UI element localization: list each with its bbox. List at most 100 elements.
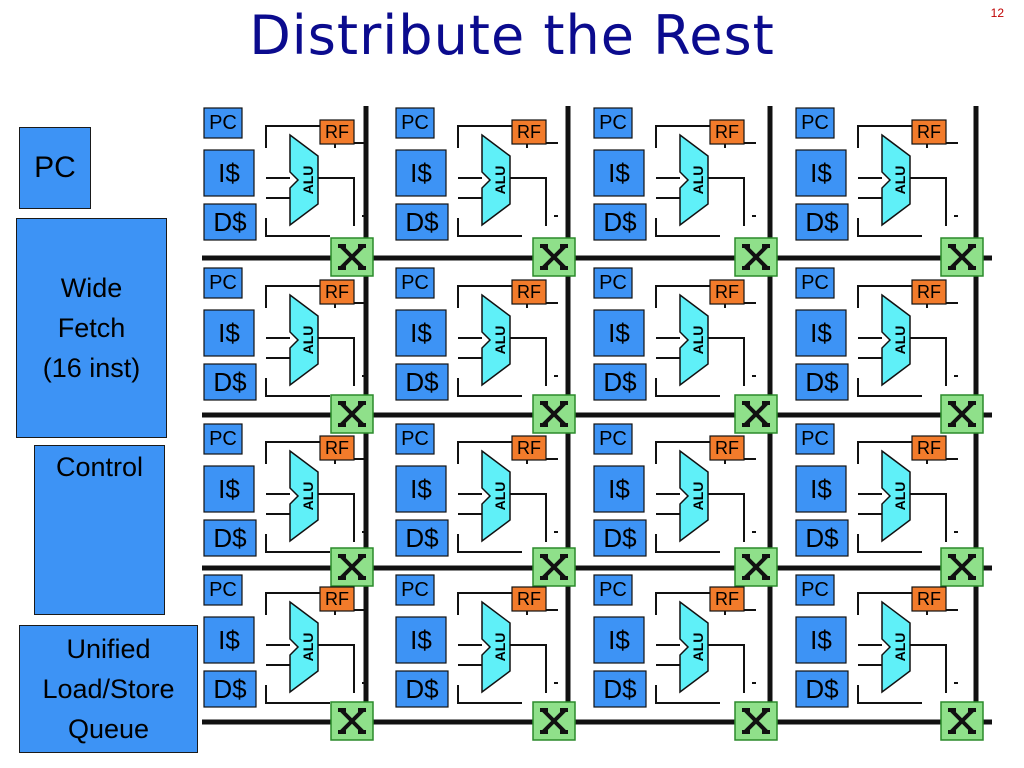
tile-rf-label: RF [917, 122, 941, 142]
tile-rf-box [319, 435, 355, 461]
tile-pc-label: PC [801, 428, 829, 450]
wire [318, 644, 355, 693]
tile-icache-label: I$ [218, 474, 240, 504]
tile-pc-label: PC [599, 428, 627, 450]
tile-alu-shape [679, 133, 709, 227]
tile-dcache-label: D$ [805, 367, 839, 397]
tile-rf-box [709, 435, 745, 461]
global-pc-box: PC [19, 127, 91, 209]
tile-pc-label: PC [801, 272, 829, 294]
tile-icache-label: I$ [608, 158, 630, 188]
wire [708, 493, 745, 542]
tile-pc-box [795, 423, 835, 455]
tile-dcache-label: D$ [405, 367, 439, 397]
tile-pc-label: PC [209, 272, 237, 294]
tile-icache-label: I$ [410, 318, 432, 348]
tile-icache-box [795, 465, 847, 513]
tile-rf-label: RF [517, 438, 541, 458]
page-number: 12 [990, 6, 1004, 20]
wire [457, 285, 512, 308]
tile-dcache-box [203, 363, 257, 401]
tile-alu-label: ALU [492, 326, 508, 355]
tile-icache-label: I$ [218, 158, 240, 188]
tile-r4-c4 [795, 574, 984, 741]
tile-dcache-box [395, 363, 449, 401]
tile-pc-box [593, 574, 633, 606]
tile-dcache-label: D$ [603, 523, 637, 553]
tile-rf-box [911, 119, 947, 145]
wire [655, 285, 710, 308]
tile-rf-label: RF [325, 282, 349, 302]
tile-pc-label: PC [401, 112, 429, 134]
tile-pc-label: PC [209, 428, 237, 450]
wire [655, 441, 710, 464]
wire [457, 592, 512, 615]
tile-r3-c4 [795, 423, 984, 587]
tile-pc-label: PC [401, 579, 429, 601]
wire [265, 592, 320, 615]
wire [708, 177, 745, 226]
tile-rf-box [511, 119, 547, 145]
tile-alu-shape [481, 133, 511, 227]
wire [857, 534, 922, 553]
tile-alu-label: ALU [300, 326, 316, 355]
tile-dcache-box [593, 203, 647, 241]
wire [857, 285, 912, 308]
wire [655, 592, 710, 615]
tile-icache-box [795, 309, 847, 357]
tile-dcache-label: D$ [805, 674, 839, 704]
tile-icache-box [203, 616, 255, 664]
tile-pc-label: PC [801, 579, 829, 601]
wire [857, 592, 912, 615]
wire [708, 337, 745, 386]
tile-icache-box [395, 616, 447, 664]
tile-alu-label: ALU [300, 166, 316, 195]
wide-fetch-label: Wide Fetch (16 inst) [42, 273, 141, 383]
tile-r2-c4 [795, 267, 984, 434]
tile-rf-label: RF [715, 122, 739, 142]
tile-rf-box [511, 586, 547, 612]
tile-dcache-box [795, 203, 849, 241]
tile-dcache-label: D$ [213, 674, 247, 704]
tile-dcache-label: D$ [213, 523, 247, 553]
tile-icache-box [395, 149, 447, 197]
tile-rf-box [911, 586, 947, 612]
tile-icache-box [203, 149, 255, 197]
tile-r1-c2 [395, 107, 576, 277]
tile-pc-box [203, 574, 243, 606]
tile-alu-shape [289, 600, 319, 694]
tile-rf-label: RF [917, 438, 941, 458]
tile-alu-shape [881, 449, 911, 543]
tile-dcache-box [795, 519, 849, 557]
tile-rf-box [319, 586, 355, 612]
tile-dcache-label: D$ [213, 367, 247, 397]
wire [510, 644, 547, 693]
tile-pc-label: PC [401, 272, 429, 294]
tile-r3-c1 [203, 423, 374, 587]
tile-dcache-box [203, 203, 257, 241]
slide-title: Distribute the Rest [249, 4, 775, 67]
wire [857, 125, 912, 148]
wire [318, 493, 355, 542]
tile-pc-box [795, 267, 835, 299]
tile-pc-box [795, 107, 835, 139]
wire [655, 125, 710, 148]
wire [857, 441, 912, 464]
tile-rf-label: RF [517, 282, 541, 302]
tile-alu-shape [881, 133, 911, 227]
tile-dcache-label: D$ [213, 207, 247, 237]
wire [457, 378, 522, 397]
tile-alu-label: ALU [300, 633, 316, 662]
tile-alu-label: ALU [690, 326, 706, 355]
tile-rf-label: RF [517, 122, 541, 142]
wire [457, 534, 522, 553]
tile-icache-box [593, 149, 645, 197]
control-label: Control [55, 452, 144, 482]
tile-pc-box [203, 107, 243, 139]
tile-icache-label: I$ [218, 318, 240, 348]
tile-rf-box [709, 586, 745, 612]
tile-icache-label: I$ [608, 318, 630, 348]
wire [857, 378, 922, 397]
tile-dcache-box [795, 363, 849, 401]
tile-alu-label: ALU [690, 633, 706, 662]
